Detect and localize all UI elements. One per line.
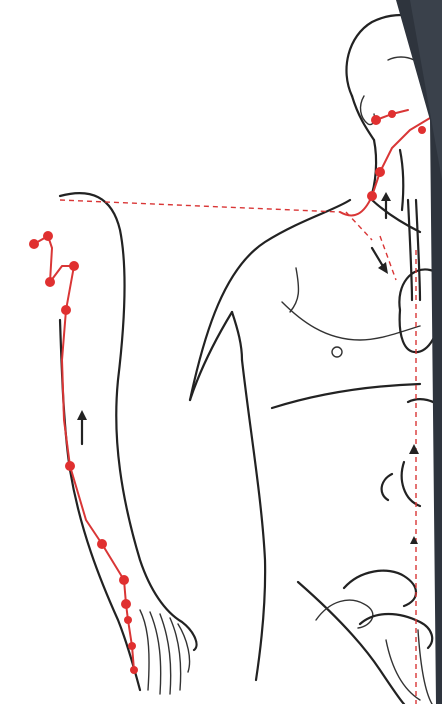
acupoint xyxy=(61,305,71,315)
flow-arrow-icon xyxy=(409,444,419,454)
flow-arrow-icon xyxy=(410,536,418,544)
acupoint xyxy=(375,167,385,177)
flow-arrow-icon xyxy=(372,248,388,274)
acupoint xyxy=(69,261,79,271)
flow-arrows xyxy=(77,192,419,544)
acupoint xyxy=(65,461,75,471)
flow-arrow-icon xyxy=(77,410,87,444)
acupoint xyxy=(45,277,55,287)
acupoint xyxy=(29,239,39,249)
acupoint xyxy=(119,575,129,585)
acupoint xyxy=(130,666,138,674)
acupoint xyxy=(371,115,381,125)
acupoint xyxy=(128,642,136,650)
acupoint xyxy=(388,110,396,118)
nipple-mark xyxy=(332,347,342,357)
acupoint xyxy=(418,126,426,134)
acupoint xyxy=(124,616,132,624)
dashed-connectors xyxy=(60,200,416,704)
organ-outlines xyxy=(316,200,442,648)
acupoint xyxy=(367,191,377,201)
torso-outline xyxy=(190,200,432,704)
acupoint xyxy=(97,539,107,549)
acupoint xyxy=(121,599,131,609)
acupoint xyxy=(43,231,53,241)
